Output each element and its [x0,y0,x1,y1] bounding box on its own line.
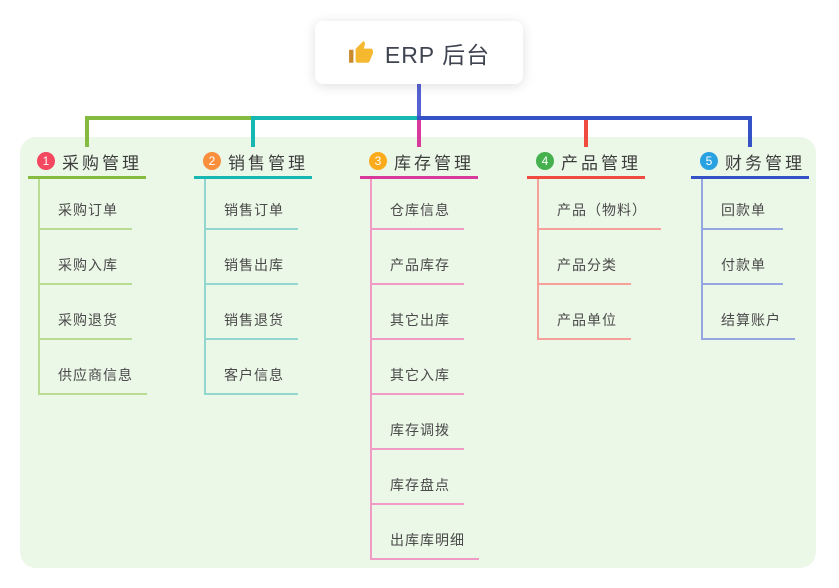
branch-title-4[interactable]: 4 产品管理 [527,146,645,179]
branch-title-5[interactable]: 5 财务管理 [691,146,809,179]
branch-children: 采购订单采购入库采购退货供应商信息 [38,179,147,395]
child-node[interactable]: 其它入库 [372,340,464,395]
thumbs-up-icon [348,40,373,63]
child-node[interactable]: 销售退货 [206,285,298,340]
branch-2: 2 销售管理销售订单销售出库销售退货客户信息 [194,146,312,395]
thumbs-up-cuff [348,49,354,63]
branch-label: 采购管理 [62,153,142,173]
root-label: ERP 后台 [384,41,491,68]
child-node[interactable]: 供应商信息 [40,340,147,395]
branch-1: 1 采购管理采购订单采购入库采购退货供应商信息 [28,146,147,395]
branch-title-1[interactable]: 1 采购管理 [28,146,146,179]
child-node[interactable]: 库存盘点 [372,450,464,505]
root-node[interactable]: ERP 后台 [315,21,523,84]
child-node[interactable]: 产品（物料） [539,179,661,230]
child-node[interactable]: 产品库存 [372,230,464,285]
child-node[interactable]: 产品单位 [539,285,631,340]
branch-number-badge: 2 [203,152,221,170]
branch-5: 5 财务管理回款单付款单结算账户 [691,146,809,340]
child-node[interactable]: 出库库明细 [372,505,479,560]
child-node[interactable]: 客户信息 [206,340,298,395]
branch-number-badge: 1 [37,152,55,170]
branch-children: 仓库信息产品库存其它出库其它入库库存调拨库存盘点出库库明细 [370,179,479,560]
child-node[interactable]: 库存调拨 [372,395,464,450]
branch-3: 3 库存管理仓库信息产品库存其它出库其它入库库存调拨库存盘点出库库明细 [360,146,479,560]
thumbs-up-hand [355,40,373,63]
child-node[interactable]: 采购退货 [40,285,132,340]
branches-panel [20,137,816,568]
branch-label: 销售管理 [228,153,308,173]
branch-number-badge: 4 [536,152,554,170]
branch-label: 产品管理 [561,153,641,173]
child-node[interactable]: 采购入库 [40,230,132,285]
branch-4: 4 产品管理产品（物料）产品分类产品单位 [527,146,661,340]
branch-label: 库存管理 [394,153,474,173]
branch-children: 产品（物料）产品分类产品单位 [537,179,661,340]
child-node[interactable]: 仓库信息 [372,179,464,230]
branch-title-3[interactable]: 3 库存管理 [360,146,478,179]
child-node[interactable]: 结算账户 [703,285,795,340]
branch-number-badge: 3 [369,152,387,170]
branch-children: 回款单付款单结算账户 [701,179,795,340]
child-node[interactable]: 销售出库 [206,230,298,285]
child-node[interactable]: 采购订单 [40,179,132,230]
child-node[interactable]: 其它出库 [372,285,464,340]
child-node[interactable]: 回款单 [703,179,783,230]
child-node[interactable]: 付款单 [703,230,783,285]
child-node[interactable]: 销售订单 [206,179,298,230]
branch-title-2[interactable]: 2 销售管理 [194,146,312,179]
child-node[interactable]: 产品分类 [539,230,631,285]
branch-children: 销售订单销售出库销售退货客户信息 [204,179,298,395]
branch-label: 财务管理 [725,153,805,173]
branch-number-badge: 5 [700,152,718,170]
